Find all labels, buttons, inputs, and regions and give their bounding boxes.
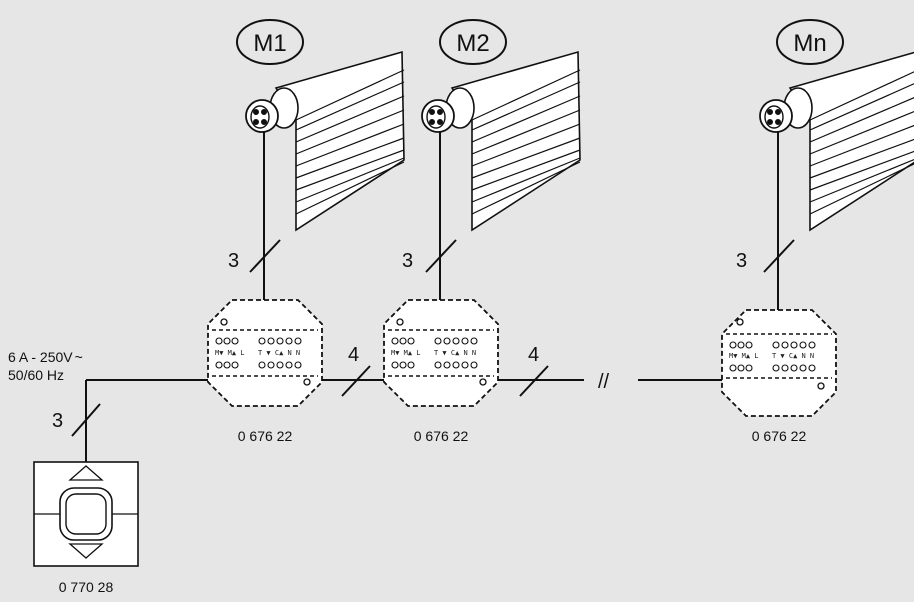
module-2: [383, 299, 499, 407]
motor-1-label: M1: [253, 30, 286, 57]
line-break-mark: //: [598, 371, 610, 393]
bus-1-wire-tick: [341, 365, 371, 397]
supply-wire-tick: [71, 403, 101, 437]
down-arrow-icon: [68, 543, 104, 559]
module-terminals: [215, 337, 816, 372]
motor-1: [236, 19, 405, 300]
module-n: [721, 309, 837, 417]
switch-device: [33, 461, 139, 567]
module-n-terminal-labels-right: T ▼ C▲ N N: [772, 352, 814, 360]
roller-shutter-2: [421, 50, 581, 232]
motor-2: [421, 19, 581, 300]
motor-n-label: Mn: [793, 30, 826, 57]
module-2-terminal-labels-left: M▼ M▲ L: [391, 349, 421, 357]
motor-1-label-bubble: [236, 19, 304, 65]
supply-rating: 6 A - 250V~: [8, 349, 83, 365]
motor-n: [759, 19, 914, 310]
motor-2-wire-tick: [425, 239, 457, 273]
module-n-terminal-labels-left: M▼ M▲ L: [729, 352, 759, 360]
supply-wire-count: 3: [52, 410, 63, 432]
module-1-terminal-labels-left: M▼ M▲ L: [215, 349, 245, 357]
switch-ref: 0 770 28: [59, 579, 114, 595]
module-1-terminal-labels-right: T ▼ C▲ N N: [258, 349, 300, 357]
motor-1-wire-count: 3: [228, 250, 239, 272]
motor-n-wire-tick: [763, 239, 795, 273]
module-1: [207, 299, 323, 407]
bus-2-wire-count: 4: [528, 344, 539, 366]
roller-shutter-n: [759, 51, 914, 232]
roller-shutter-1: [245, 50, 405, 232]
motor-n-wire-count: 3: [736, 250, 747, 272]
bus-1-wire-count: 4: [348, 344, 359, 366]
module-1-ref: 0 676 22: [238, 428, 293, 444]
motor-1-wire-tick: [249, 239, 281, 273]
supply-frequency: 50/60 Hz: [8, 367, 64, 383]
module-2-terminal-labels-right: T ▼ C▲ N N: [434, 349, 476, 357]
up-arrow-icon: [68, 465, 104, 481]
module-2-ref: 0 676 22: [414, 428, 469, 444]
module-n-ref: 0 676 22: [752, 428, 807, 444]
motor-n-label-bubble: [776, 19, 844, 65]
motor-2-label: M2: [456, 30, 489, 57]
bus-2-wire-tick: [519, 365, 549, 397]
motor-2-wire-count: 3: [402, 250, 413, 272]
motor-2-label-bubble: [439, 19, 507, 65]
